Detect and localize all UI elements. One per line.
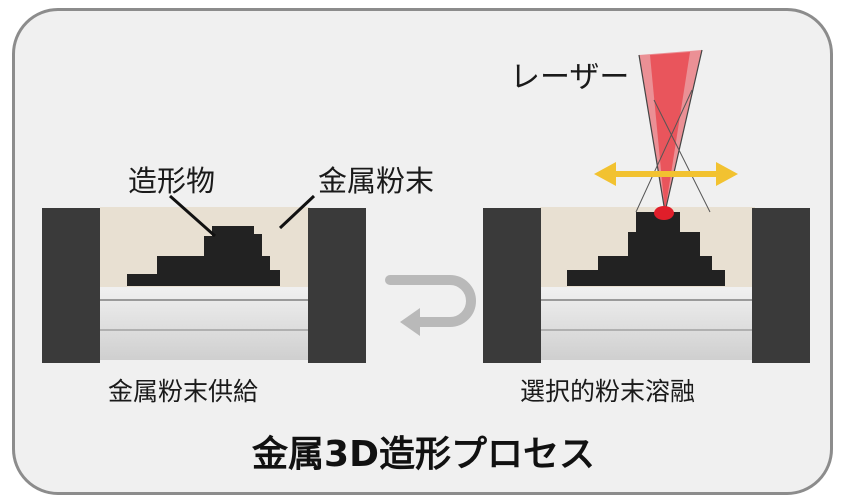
built-object-label: 造形物 (128, 164, 216, 198)
double-arrow-icon (594, 162, 738, 186)
metal-powder-label: 金属粉末 (318, 164, 435, 198)
selective-melting-caption: 選択的粉末溶融 (520, 377, 696, 406)
right-wall-right (752, 208, 810, 363)
left-build-chamber (42, 194, 366, 363)
left-build-platform (100, 290, 310, 360)
laser-label: レーザー (510, 60, 630, 95)
right-build-platform (540, 290, 755, 360)
powder-supply-caption: 金属粉末供給 (108, 377, 259, 406)
diagram-title: 金属3D造形プロセス (252, 434, 595, 475)
laser-beam (635, 49, 711, 220)
built-object-leader (169, 194, 216, 238)
metal-powder-leader (278, 194, 316, 230)
right-chamber-wall (308, 208, 366, 363)
right-build-chamber (483, 49, 810, 363)
return-arrow-icon (385, 275, 476, 336)
right-built-object (567, 212, 725, 286)
right-wall-left (483, 208, 541, 363)
left-chamber-wall (42, 208, 100, 363)
melt-spot (654, 206, 674, 220)
left-built-object (127, 226, 280, 286)
